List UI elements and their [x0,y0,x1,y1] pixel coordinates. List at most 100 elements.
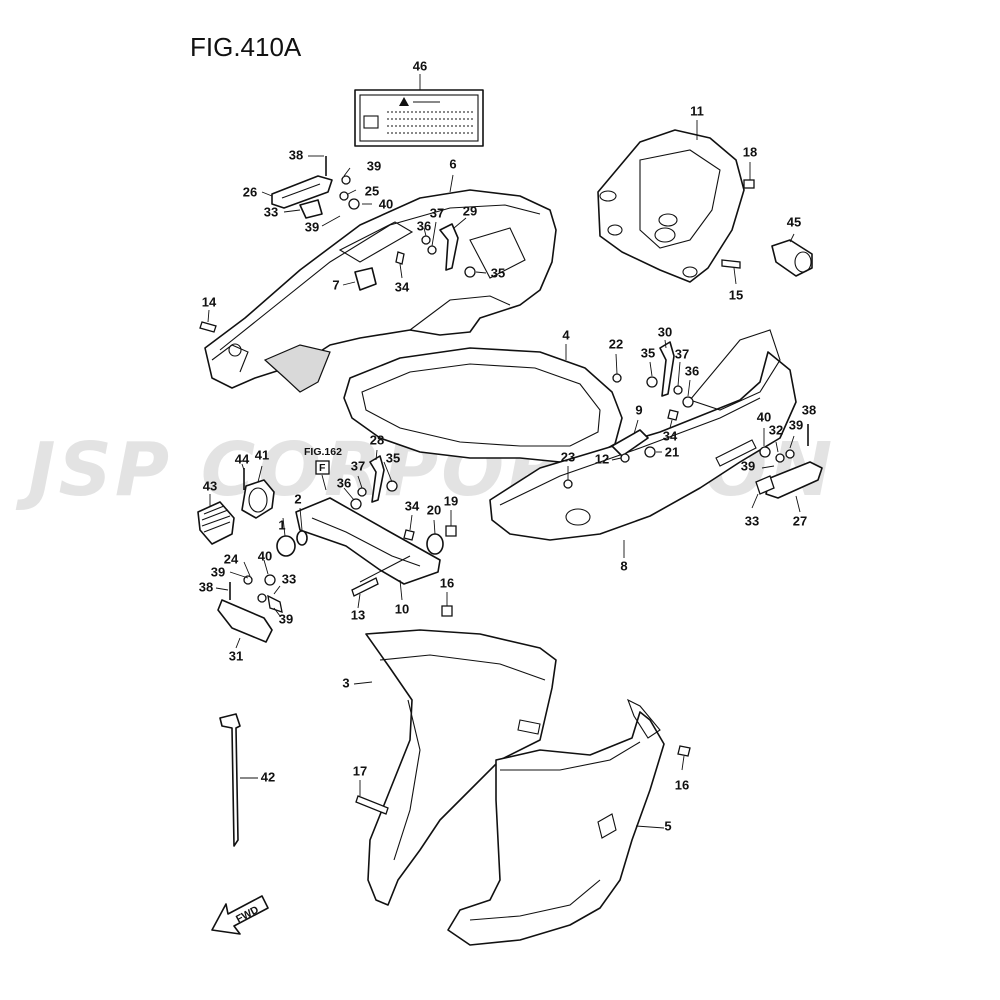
part-28-hook-group [343,449,398,510]
callout-labels: 1 2 3 4 5 6 7 8 9 10 11 12 13 14 15 16 1… [199,58,816,833]
part-34-screw [403,514,415,541]
callout-33-upper: 33 [264,204,278,219]
part-6-upper-cover [204,174,557,393]
callout-39-f: 39 [279,611,293,626]
figure-title: FIG.410A [190,32,302,62]
callout-40-right: 40 [757,409,771,424]
callout-46: 46 [413,58,427,73]
part-10-bracket [295,497,441,601]
callout-4: 4 [562,327,570,342]
part-13-screw [351,577,379,609]
callout-40-upper: 40 [379,196,393,211]
callout-39-a: 39 [367,158,381,173]
callout-22: 22 [609,336,623,351]
callout-35-right: 35 [641,345,655,360]
part-3-lower-panel [353,629,557,906]
callout-14: 14 [202,294,217,309]
callout-15: 15 [729,287,743,302]
callout-34-right: 34 [663,428,678,443]
callout-37-upper: 37 [430,205,444,220]
part-1-grommet [276,517,296,557]
part-43-sleeve [197,494,235,545]
callout-33-left: 33 [282,571,296,586]
callout-7: 7 [332,277,339,292]
callout-45: 45 [787,214,801,229]
callout-34-center: 34 [405,498,420,513]
callout-41: 41 [255,447,269,462]
callout-25: 25 [365,183,379,198]
callout-38-right: 38 [802,402,816,417]
part-45-plug [771,233,813,277]
fwd-arrow-icon: FWD [211,895,269,935]
callout-3: 3 [342,675,349,690]
callout-36-right: 36 [685,363,699,378]
callout-11: 11 [690,103,704,118]
callout-23: 23 [561,449,575,464]
part-7-pad [342,267,377,291]
part-23-fastener [563,466,573,489]
callout-27: 27 [793,513,807,528]
part-2-washer [296,507,308,546]
callout-39-c: 39 [789,417,803,432]
callout-16-upper: 16 [440,575,454,590]
part-42-cable-tie [219,713,258,847]
callout-34-upper: 34 [395,279,410,294]
callout-6: 6 [449,156,456,171]
callout-20: 20 [427,502,441,517]
callout-21: 21 [665,444,679,459]
part-46-warning-label [354,74,484,147]
callout-19: 19 [444,493,458,508]
callout-33-right: 33 [745,513,759,528]
callout-35-upper: 35 [491,265,505,280]
part-14-screw [199,309,217,333]
part-5-lower-panel [447,698,665,946]
callout-18: 18 [743,144,757,159]
callout-28: 28 [370,432,384,447]
fig-162-reference: FIG.162 F [304,446,342,491]
callout-16-lower: 16 [675,777,689,792]
callout-1: 1 [278,517,285,532]
callout-5: 5 [664,818,671,833]
callout-40-left: 40 [258,548,272,563]
callout-38-left: 38 [199,579,213,594]
callout-29: 29 [463,203,477,218]
part-31-latch-assembly [215,559,283,649]
callout-8: 8 [620,558,627,573]
part-9-bracket [611,419,662,463]
callout-36-upper: 36 [417,218,431,233]
callout-9: 9 [635,402,642,417]
callout-31: 31 [229,648,243,663]
part-20-grommet [426,519,444,555]
callout-39-e: 39 [211,564,225,579]
part-11-top-cover [597,120,745,283]
callout-37-right: 37 [675,346,689,361]
callout-37-center: 37 [351,458,365,473]
callout-42: 42 [261,769,275,784]
part-41-bushing [241,463,275,519]
part-30-hook-group [646,339,694,429]
callout-35-center: 35 [386,450,400,465]
part-16a-screw [441,592,453,617]
part-27-latch-assembly [751,424,823,513]
callout-24: 24 [224,551,239,566]
callout-36-center: 36 [337,475,351,490]
callout-30: 30 [658,324,672,339]
callout-39-d: 39 [741,458,755,473]
callout-44: 44 [235,451,250,466]
part-18-screw [743,162,755,189]
part-22-fastener [612,353,622,383]
part-17-bolt [355,780,389,815]
part-19-clip [445,510,457,537]
callout-12: 12 [595,451,609,466]
part-8-lower-cover [489,329,797,558]
reference-box-letter: F [319,462,326,474]
part-16b-screw [677,745,691,771]
callout-26: 26 [243,184,257,199]
reference-figure: FIG.162 [304,446,342,458]
callout-32: 32 [769,422,783,437]
callout-38-upper: 38 [289,147,303,162]
callout-17: 17 [353,763,367,778]
part-26-latch-assembly [261,155,372,227]
part-15-screw [721,259,741,285]
